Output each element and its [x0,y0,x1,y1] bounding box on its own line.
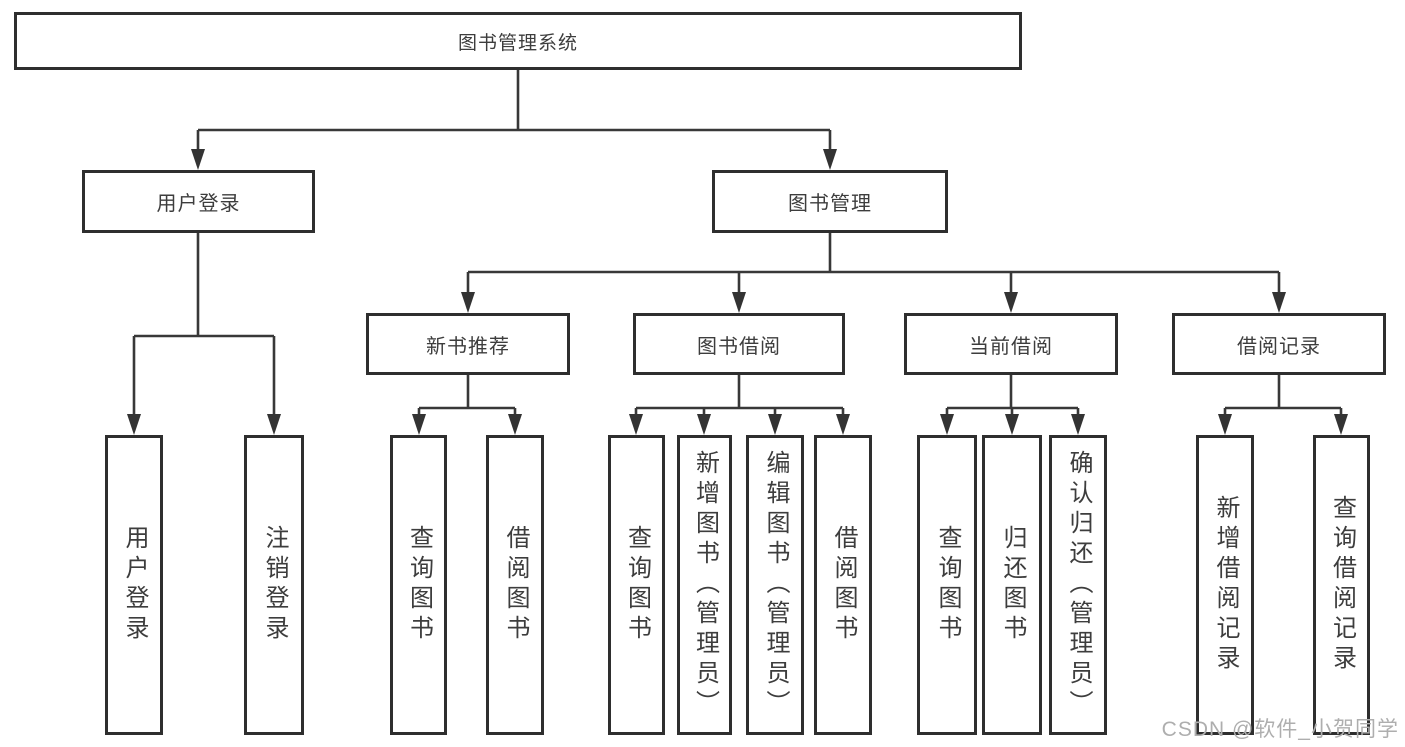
leaf-query-book-1: 查询图书 [390,435,447,735]
leaf-edit-book-admin: 编辑图书（管理员） [746,435,804,735]
node-label: 归还图书 [999,525,1026,645]
node-library-system: 图书管理系统 [14,12,1022,70]
leaf-confirm-return-admin: 确认归还（管理员） [1049,435,1107,735]
node-label: 查询图书 [934,525,961,645]
csdn-watermark: CSDN @软件_小贺同学 [1161,718,1399,741]
node-label: 查询借阅记录 [1328,495,1356,675]
node-label: 当前借阅 [969,335,1053,358]
node-label: 新书推荐 [426,335,510,358]
node-label: 查询图书 [623,525,651,645]
leaf-add-borrow-record: 新增借阅记录 [1196,435,1254,735]
leaf-return-book: 归还图书 [982,435,1042,735]
node-borrow-record: 借阅记录 [1172,313,1386,375]
node-current-borrow: 当前借阅 [904,313,1118,375]
node-label: 查询图书 [405,525,433,645]
node-label: 借阅记录 [1237,335,1321,358]
node-label: 新增图书（管理员） [691,450,719,720]
node-user-login: 用户登录 [82,170,315,233]
node-label: 借阅图书 [502,525,529,645]
node-label: 图书借阅 [697,335,781,358]
leaf-query-borrow-record: 查询借阅记录 [1313,435,1370,735]
node-label: 确认归还（管理员） [1065,450,1092,720]
leaf-logout: 注销登录 [244,435,304,735]
node-label: 编辑图书（管理员） [762,450,789,720]
leaf-borrow-book-1: 借阅图书 [486,435,544,735]
node-label: 新增借阅记录 [1212,495,1239,675]
leaf-query-book-2: 查询图书 [608,435,665,735]
leaf-borrow-book-2: 借阅图书 [814,435,872,735]
leaf-user-login: 用户登录 [105,435,163,735]
node-new-book-recommend: 新书推荐 [366,313,570,375]
node-label: 用户登录 [121,525,148,645]
leaf-add-book-admin: 新增图书（管理员） [677,435,732,735]
node-label: 用户登录 [156,193,241,215]
node-label: 借阅图书 [830,525,857,645]
node-book-borrow: 图书借阅 [633,313,845,375]
node-book-management: 图书管理 [712,170,948,233]
node-label: 图书管理系统 [457,32,578,54]
node-label: 图书管理 [788,193,872,215]
node-label: 注销登录 [261,525,288,645]
leaf-query-book-3: 查询图书 [917,435,977,735]
